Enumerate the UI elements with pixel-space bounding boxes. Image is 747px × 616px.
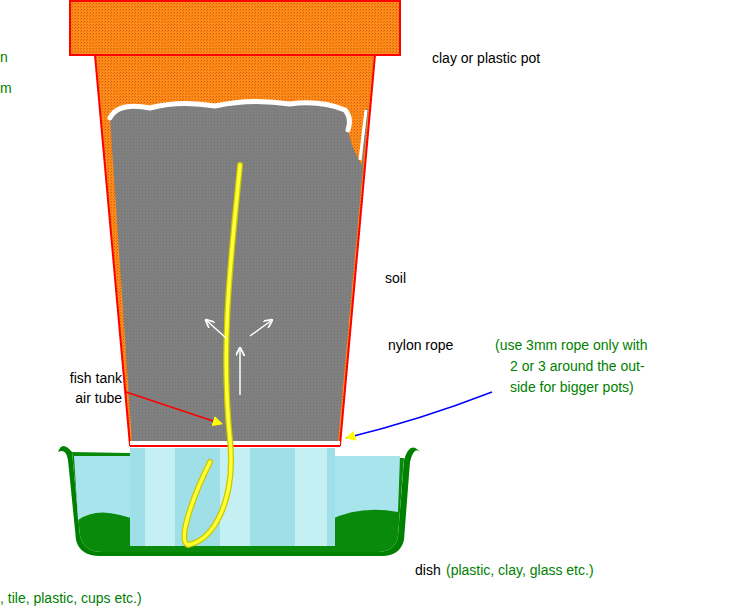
soil-surface: [110, 101, 349, 130]
pot-body: [95, 55, 375, 445]
leader-line: [346, 392, 492, 438]
air-tube: [184, 165, 240, 545]
part-label: clay or plastic pot: [432, 48, 540, 69]
block: [295, 448, 327, 546]
part-label: nylon rope: [388, 335, 453, 356]
soil-surface: [360, 110, 366, 160]
pot-base: [130, 441, 340, 447]
pot-rim: [70, 1, 400, 55]
label-fragment: m: [0, 78, 12, 99]
note: (plastic, clay, glass etc.): [446, 560, 594, 581]
dish-rim: [58, 446, 420, 556]
air-tube: [184, 165, 240, 545]
leader-line: [126, 392, 222, 424]
part-label: fish tank air tube: [60, 368, 122, 408]
label-fragment: n: [0, 47, 8, 68]
part-label: dish: [415, 560, 441, 581]
part-label: soil: [385, 268, 406, 289]
flow-arrow: [239, 348, 241, 395]
flow-arrow: [206, 320, 226, 338]
note: , tile, plastic, cups etc.): [0, 588, 142, 609]
block: [145, 448, 175, 546]
soil: [110, 101, 368, 442]
pot-base: [130, 445, 340, 447]
flow-arrow: [250, 320, 272, 336]
note: (use 3mm rope only with 2 or 3 around th…: [495, 335, 653, 398]
